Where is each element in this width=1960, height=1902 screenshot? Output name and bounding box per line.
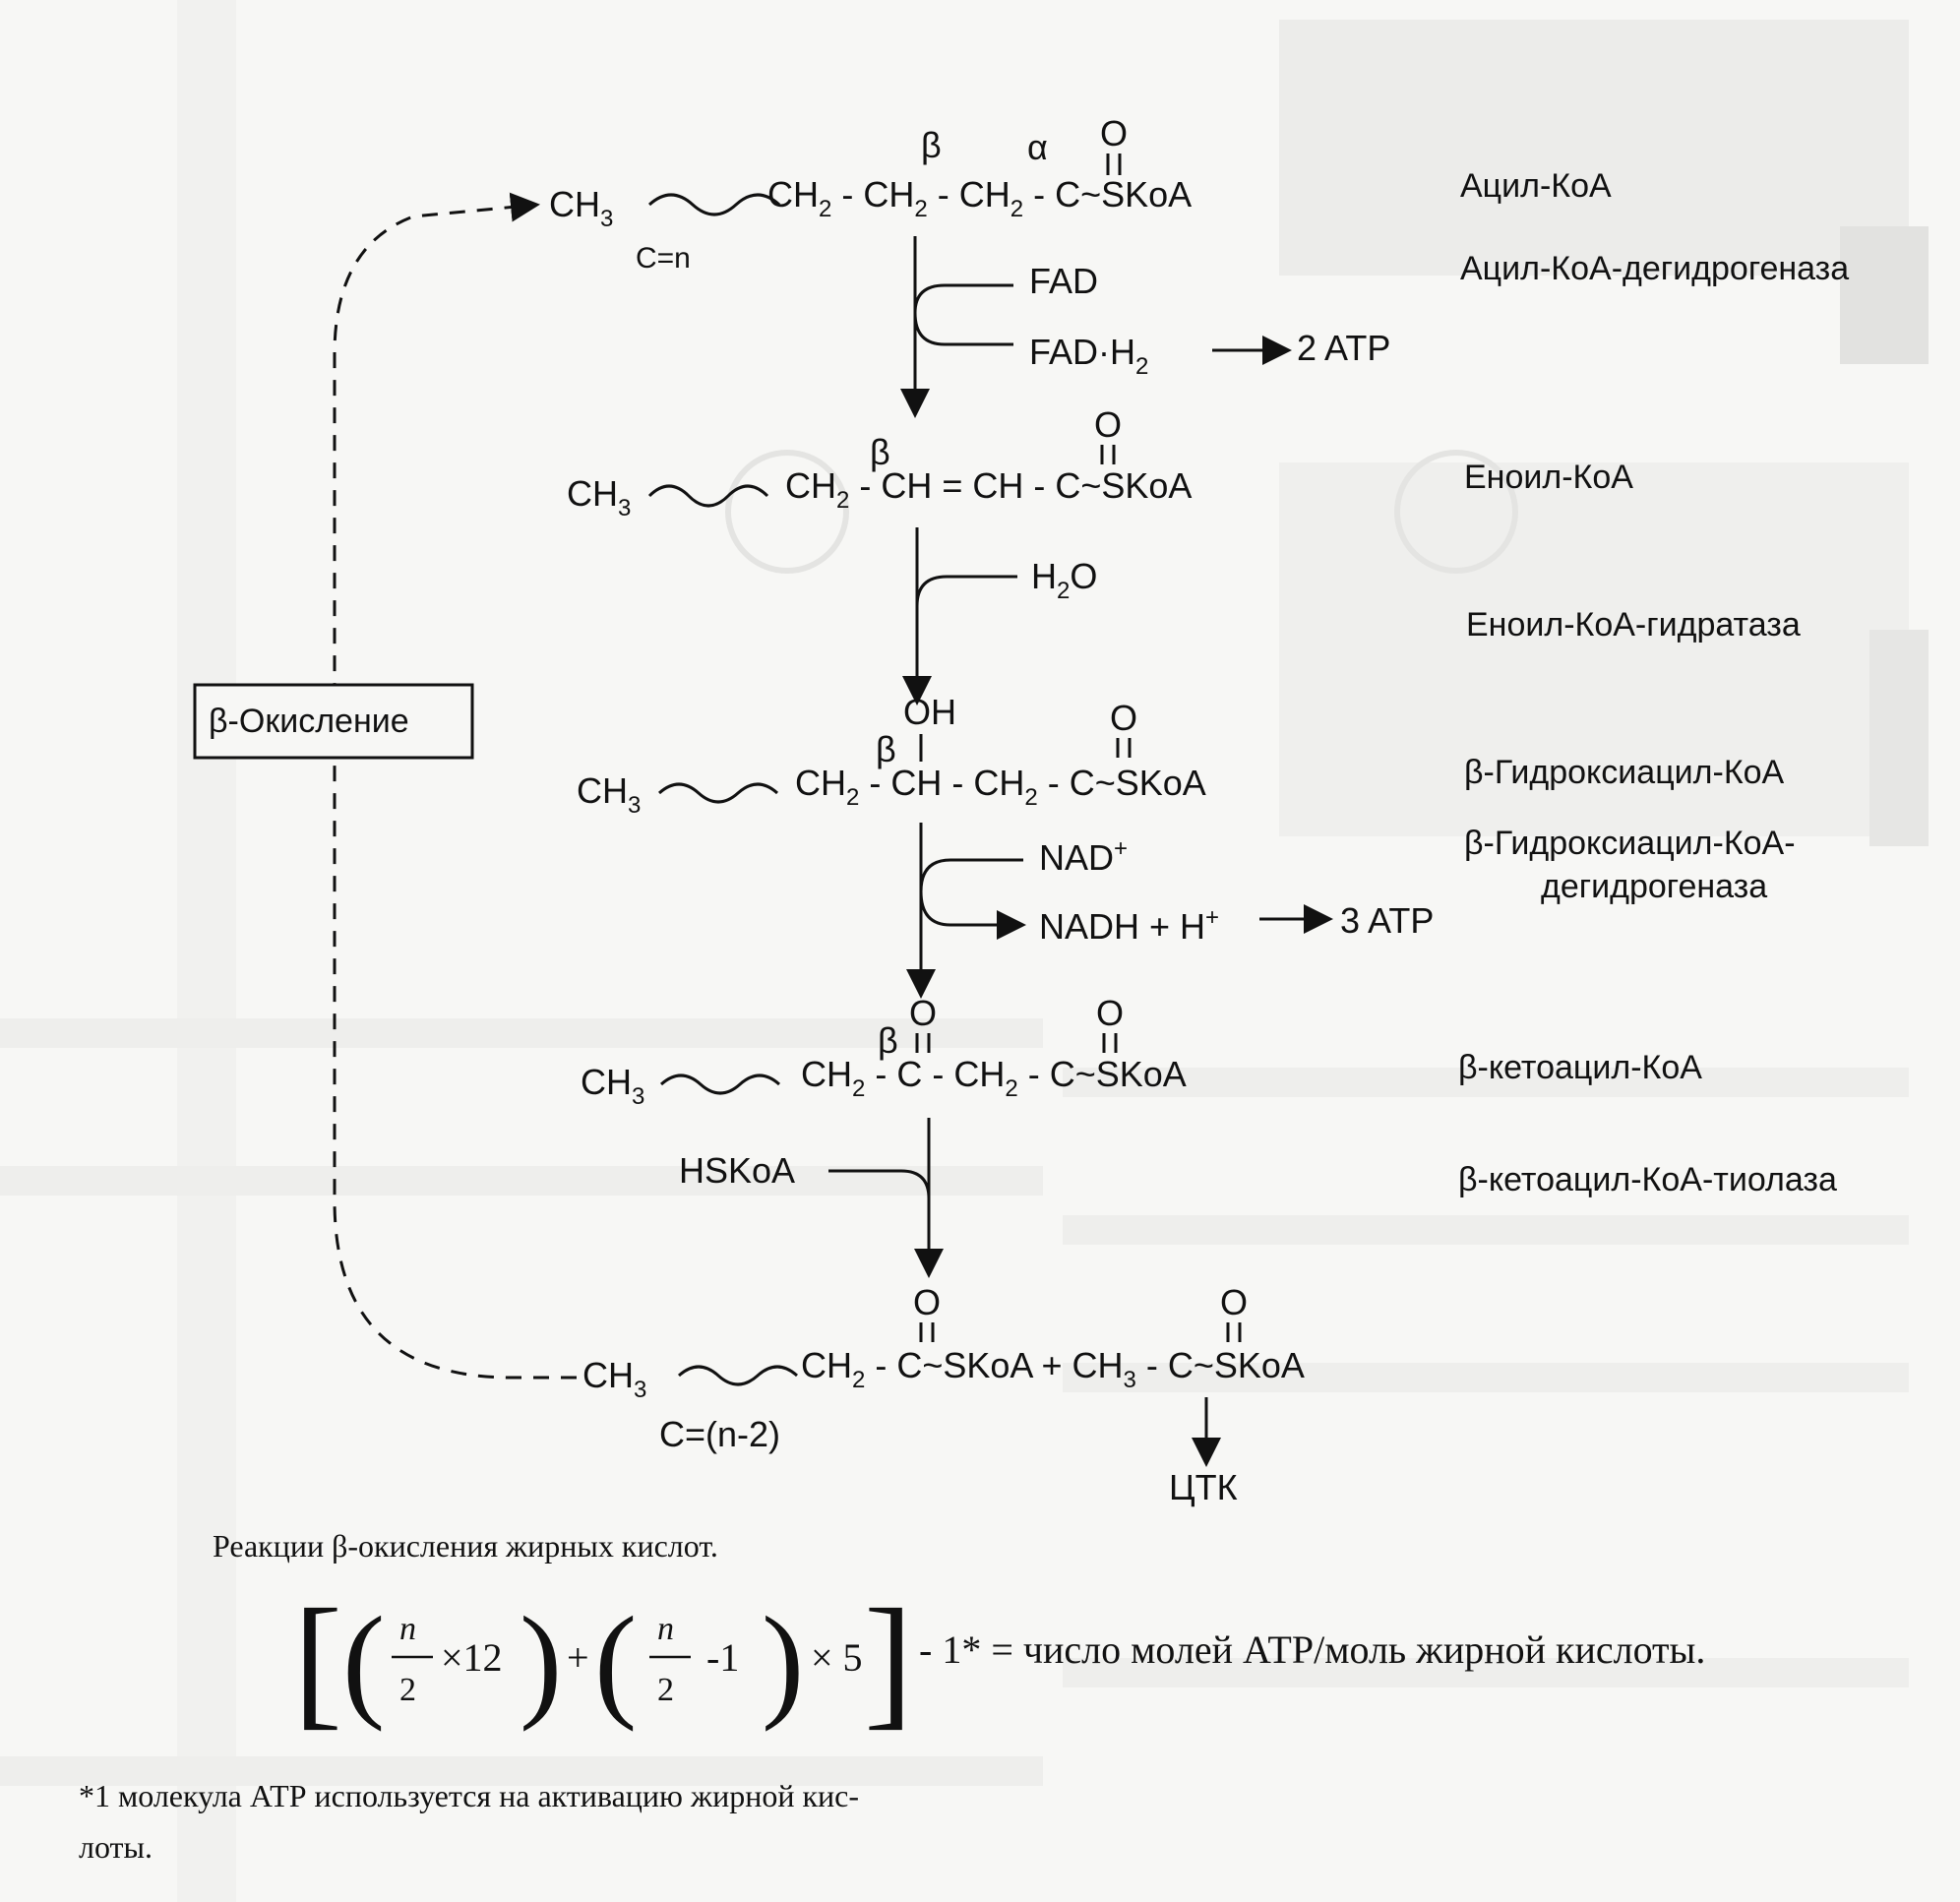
chain-wave (647, 484, 769, 508)
cofactor-curve-1 (913, 283, 1013, 346)
label-ketoacyl-coa: β-кетоацил-КоА (1458, 1049, 1702, 1086)
keto-oxygen: O (909, 993, 937, 1033)
formula-minus1: -1 (706, 1635, 739, 1680)
beta-oxidation-box: β-Окисление (193, 683, 474, 760)
atp-yield-formula: [ ( n 2 ×12 ) + ( n 2 -1 ) × 5 ] - 1* = … (293, 1579, 1705, 1743)
cofactor-curve-3 (919, 858, 1026, 940)
formula-left-bracket: [ (293, 1579, 342, 1743)
cofactor-curve-4 (828, 1169, 931, 1199)
carbonyl-oxygen: O (1094, 404, 1122, 445)
cofactor-nad: NAD+ (1039, 835, 1128, 878)
beta-label: β (870, 432, 890, 472)
products-structure: O O CH3 C=(n-2) CH2 - C~SKoA + CH3 - C~S… (582, 1282, 1305, 1454)
formula-times5: × 5 (811, 1635, 863, 1680)
methyl-group: CH3 (567, 473, 631, 522)
products-formula: CH2 - C~SKoA + CH3 - C~SKoA (801, 1345, 1305, 1393)
formula-numerator-n-2: n (657, 1611, 674, 1647)
footnote-line2: лоты. (79, 1829, 153, 1865)
chain-length-label: C=(n-2) (659, 1414, 780, 1454)
carbonyl-oxygen: O (1100, 113, 1128, 153)
chain-length-label: C=n (636, 242, 691, 275)
atp-yield-3: 3 ATP (1340, 900, 1434, 941)
cofactor-fadh2: FAD·H2 (1029, 332, 1148, 380)
hydroxyl-group: OH (903, 692, 956, 732)
formula-right-paren-2: ) (762, 1591, 804, 1733)
carbonyl-oxygen: O (1096, 993, 1124, 1033)
enoyl-coa-formula: CH2 - CH = CH - C~SKoA (785, 465, 1192, 514)
label-acyl-coa: Ацил-КоА (1460, 167, 1612, 205)
formula-denominator-2-2: 2 (657, 1672, 674, 1708)
label-hydroxyacyl-coa: β-Гидроксиацил-КоА (1464, 754, 1785, 791)
methyl-group: CH3 (549, 184, 613, 232)
formula-right-paren-1: ) (520, 1591, 562, 1733)
label-thiolase: β-кетоацил-КоА-тиолаза (1458, 1161, 1837, 1198)
formula-left-paren-2: ( (594, 1591, 637, 1733)
formula-numerator-n-1: n (399, 1611, 416, 1647)
label-hydroxyacyl-dehydrogenase-line1: β-Гидроксиацил-КоА- (1464, 825, 1796, 862)
label-acyl-coa-dehydrogenase: Ацил-КоА-дегидрогеназа (1460, 250, 1849, 287)
carbonyl-oxygen: O (1110, 698, 1137, 738)
ketoacyl-coa-formula: CH2 - C - CH2 - C~SKoA (801, 1054, 1187, 1102)
formula-result-text: - 1* = число молей АТР/моль жирной кисло… (919, 1627, 1705, 1672)
methyl-group: CH3 (582, 1355, 646, 1403)
hydroxyacyl-coa-formula: CH2 - CH - CH2 - C~SKoA (795, 763, 1206, 811)
formula-times12: ×12 (441, 1635, 503, 1680)
acyl-coa-formula: CH2 - CH2 - CH2 - C~SKoA (767, 174, 1192, 222)
hydroxyacyl-coa-structure: OH β O CH3 CH2 - CH - CH2 - C~SKoA (577, 692, 1206, 819)
tca-cycle-label: ЦТК (1169, 1467, 1238, 1507)
chain-wave (647, 193, 781, 216)
cofactor-curve-2 (915, 575, 1017, 607)
enoyl-coa-structure: β O CH3 CH2 - CH = CH - C~SKoA (567, 404, 1192, 522)
figure-caption: Реакции β-окисления жирных кислот. (213, 1528, 718, 1564)
alpha-label: β (921, 125, 942, 165)
cycle-box-label: β-Окисление (209, 703, 409, 740)
cofactor-fad: FAD (1029, 261, 1098, 301)
formula-right-bracket: ] (864, 1579, 913, 1743)
label-hydroxyacyl-dehydrogenase-line2: дегидрогеназа (1541, 868, 1767, 905)
methyl-group: CH3 (577, 770, 641, 819)
cofactor-hskoa: HSKoA (679, 1150, 795, 1191)
beta-label: β (876, 729, 896, 769)
ketoacyl-coa-structure: O O β CH3 CH2 - C - CH2 - C~SKoA (581, 993, 1187, 1110)
formula-left-paren-1: ( (342, 1591, 385, 1733)
cofactor-nadh: NADH + H+ (1039, 904, 1219, 947)
chain-wave (677, 1365, 799, 1386)
carbonyl-oxygen: O (913, 1282, 941, 1322)
atp-yield-2: 2 ATP (1297, 328, 1390, 368)
formula-plus: + (567, 1635, 589, 1680)
cycle-return-arrow (333, 192, 577, 1380)
label-enoyl-coa: Еноил-КоА (1464, 459, 1633, 496)
chain-wave (657, 782, 779, 804)
cofactor-water: H2O (1031, 556, 1097, 604)
methyl-group: CH3 (581, 1062, 644, 1110)
footnote-line1: *1 молекула АТР используется на активаци… (79, 1778, 859, 1813)
beta-label: β (878, 1020, 898, 1061)
formula-denominator-2-1: 2 (399, 1672, 416, 1708)
label-enoyl-hydratase: Еноил-КоА-гидратаза (1466, 606, 1801, 644)
carbonyl-oxygen: O (1220, 1282, 1248, 1322)
acyl-coa-structure: β α O CH3 C=n CH2 - CH2 - CH2 - C~SKoA (549, 113, 1192, 275)
alpha-label: α (1027, 127, 1048, 167)
chain-wave (659, 1074, 781, 1095)
